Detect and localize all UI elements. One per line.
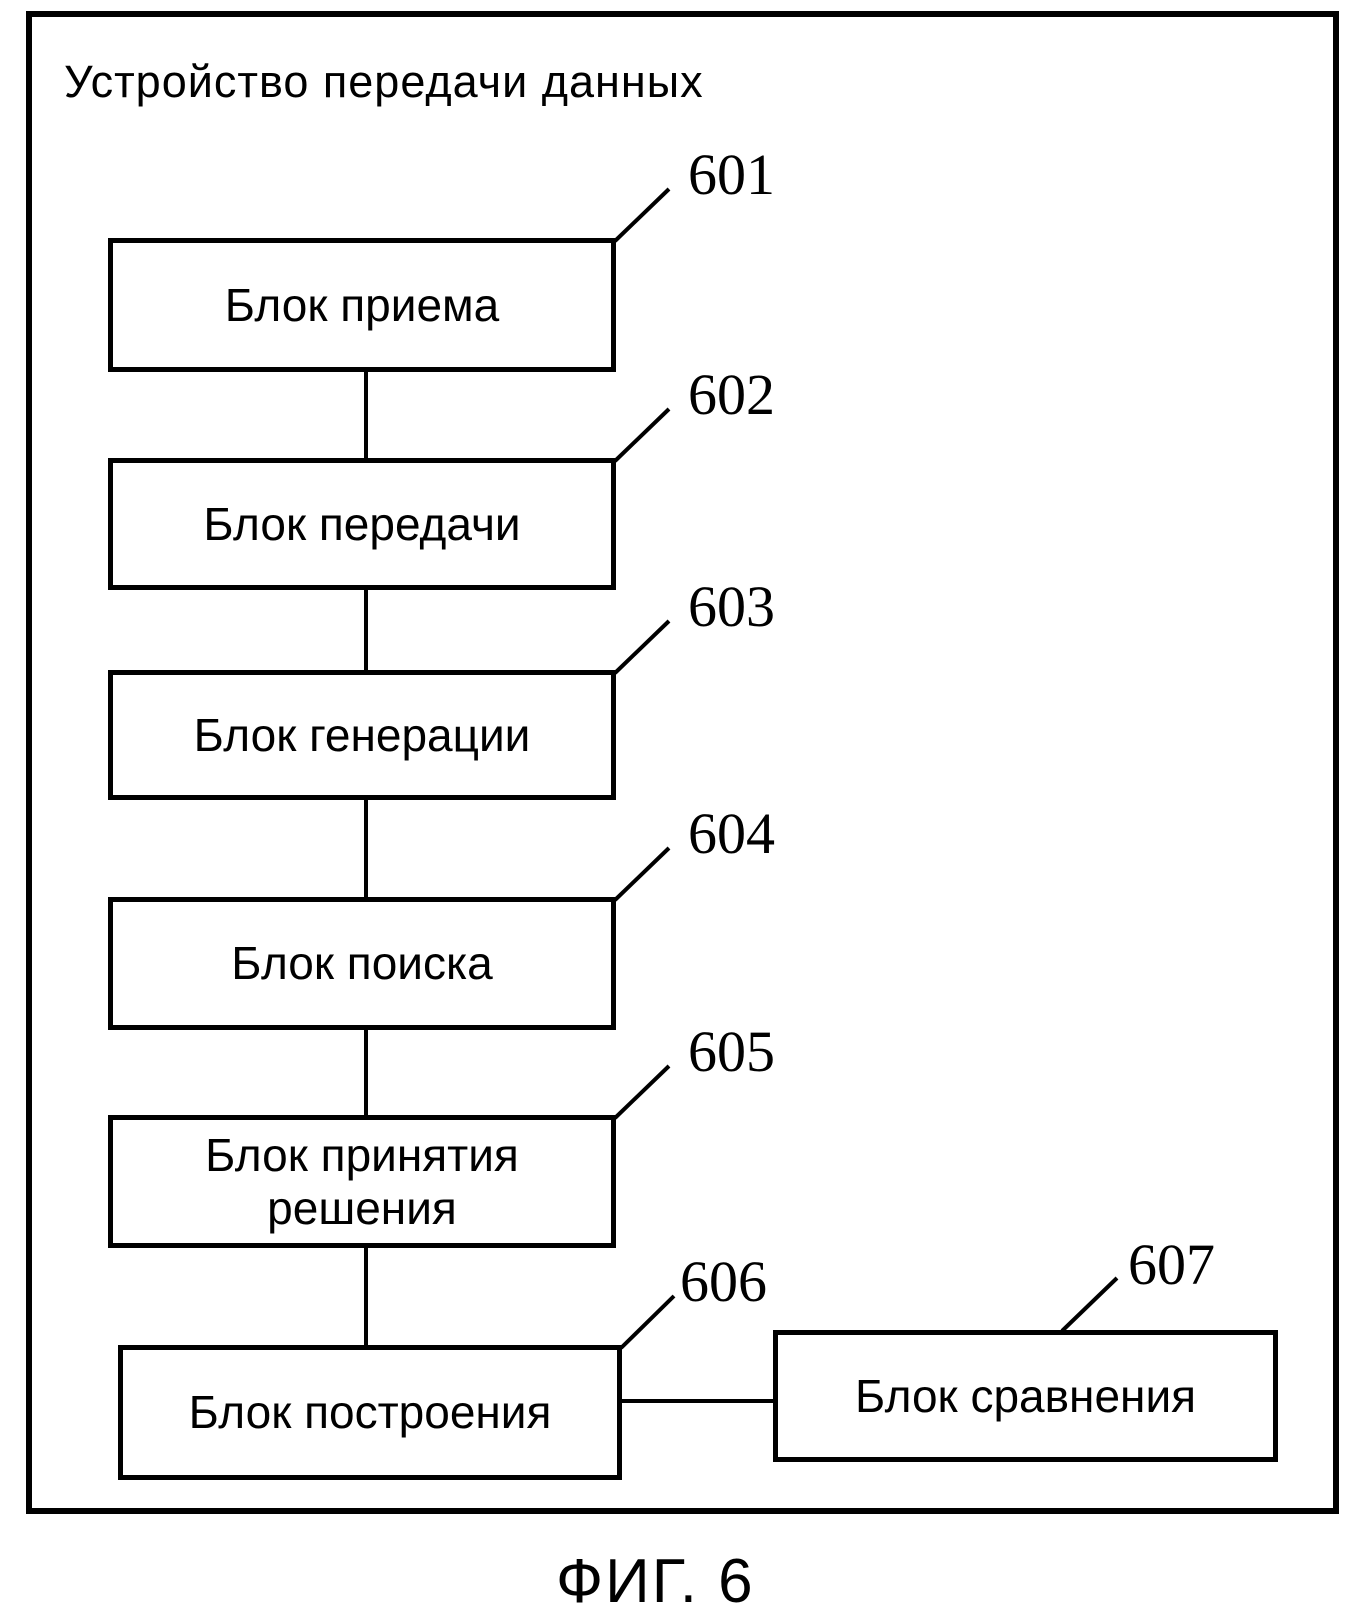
leader-line-601 [613,187,671,243]
leader-line-606 [619,1294,676,1350]
block-602-transmission: Блок передачи [108,458,616,590]
block-label: Блок построения [188,1386,552,1439]
block-605-decision: Блок принятия решения [108,1115,616,1248]
block-606-construction: Блок построения [118,1345,622,1480]
leader-line-605 [613,1064,671,1120]
block-label: Блок принятия решения [205,1128,519,1234]
leader-line-602 [613,407,671,463]
block-607-comparison: Блок сравнения [773,1330,1278,1462]
ref-label-602: 602 [688,362,775,427]
leader-line-603 [613,619,671,675]
leader-line-607 [1060,1276,1119,1333]
ref-label-604: 604 [688,801,775,866]
block-label: Блок поиска [231,937,493,990]
ref-label-606: 606 [680,1249,767,1314]
device-boundary [26,11,1339,1514]
block-604-search: Блок поиска [108,897,616,1030]
ref-label-603: 603 [688,574,775,639]
block-label: Блок передачи [203,497,521,550]
ref-label-601: 601 [688,142,775,207]
device-title: Устройство передачи данных [64,56,704,107]
block-label: Блок генерации [193,708,531,761]
ref-label-607: 607 [1128,1232,1215,1297]
leader-line-604 [613,846,671,902]
block-601-reception: Блок приема [108,238,616,372]
block-603-generation: Блок генерации [108,670,616,800]
block-label: Блок сравнения [854,1369,1197,1422]
figure-caption: ФИГ. 6 [556,1547,755,1616]
ref-label-605: 605 [688,1019,775,1084]
block-label: Блок приема [224,278,500,331]
